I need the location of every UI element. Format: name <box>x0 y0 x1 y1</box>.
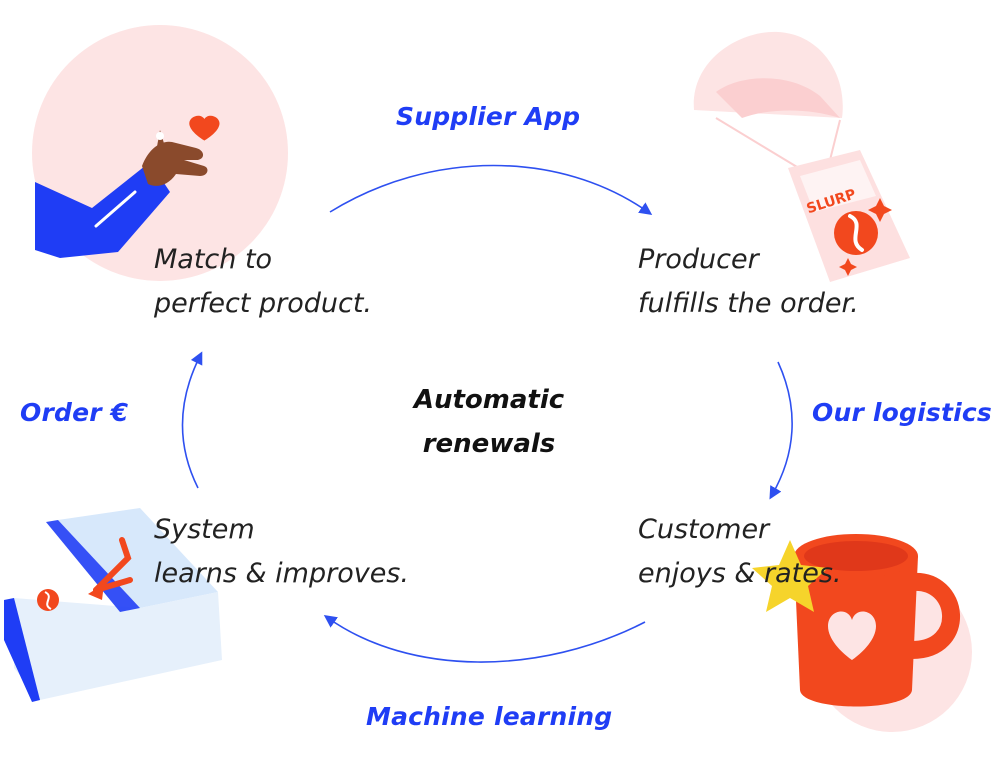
flow-label-order: Order € <box>20 398 129 427</box>
arrow-top <box>329 164 653 215</box>
step-system-line-1: System <box>154 514 255 545</box>
sorting-box-icon <box>4 508 222 702</box>
step-producer-fulfills: Producer fulfills the order. <box>638 238 859 326</box>
flow-label-machine-learning: Machine learning <box>366 702 613 731</box>
center-title-line-2: renewals <box>422 429 556 459</box>
flow-label-our-logistics: Our logistics <box>812 398 992 427</box>
step-match-line-1: Match to <box>154 244 273 275</box>
mug-with-heart-icon <box>752 534 972 732</box>
step-producer-line-2: fulfills the order. <box>638 288 859 319</box>
step-producer-line-1: Producer <box>638 244 759 275</box>
arrow-left <box>181 351 203 489</box>
center-title: Automatic renewals <box>389 378 589 466</box>
step-system-line-2: learns & improves. <box>154 558 409 589</box>
step-customer-line-2: enjoys & rates. <box>638 558 842 589</box>
step-customer-line-1: Customer <box>638 514 770 545</box>
arrow-right <box>769 361 793 500</box>
step-match-to-product: Match to perfect product. <box>154 238 372 326</box>
flow-label-supplier-app: Supplier App <box>396 102 581 131</box>
arrow-bottom <box>323 615 646 663</box>
step-system-learns: System learns & improves. <box>154 508 409 596</box>
center-title-line-1: Automatic <box>413 385 565 415</box>
parachute-coffee-bag-icon: SLURP <box>693 31 910 282</box>
step-match-line-2: perfect product. <box>154 288 373 319</box>
step-customer-enjoys: Customer enjoys & rates. <box>638 508 842 596</box>
hand-with-heart-icon <box>32 25 288 281</box>
